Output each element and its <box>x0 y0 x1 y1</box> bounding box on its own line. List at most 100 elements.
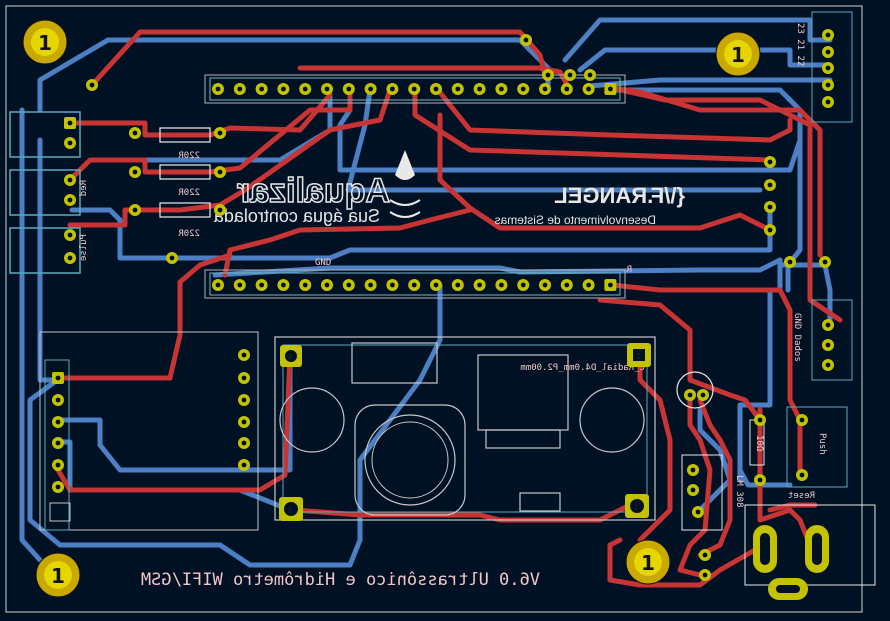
mounting-hole-top-right: 1 <box>715 31 761 77</box>
regulator-label: LM 308 <box>734 475 744 508</box>
regulator-outline <box>681 454 723 531</box>
right-connector-outline <box>811 299 853 381</box>
pad-hole <box>564 86 570 92</box>
pin-gnd-label: GND <box>315 258 331 268</box>
pad-hole <box>433 282 439 288</box>
pad-hole <box>477 282 482 288</box>
pad-hole <box>237 86 243 92</box>
module-pad-4: 4 <box>280 345 302 367</box>
module-pad-2: 2 <box>625 494 649 518</box>
pad-hole <box>132 130 138 136</box>
pad-hole <box>241 419 247 425</box>
logo-artwork <box>389 150 421 218</box>
pad-hole <box>799 417 805 423</box>
led-connectors <box>9 111 81 274</box>
module-pad-3-label: 3 <box>287 506 292 515</box>
pad-hole <box>687 392 693 398</box>
capacitor-label: C_Radial_D4.0mm_P2.00mm <box>520 363 645 373</box>
pad-hole <box>690 487 696 493</box>
pad-hole <box>520 86 526 92</box>
pad-hole <box>67 120 73 126</box>
pad-hole <box>499 86 504 92</box>
board-version-text: V6.0 Ultrassônico e Hidrômetro WIFI/GSM <box>141 570 540 590</box>
resistor-label-3: 220R <box>178 229 200 239</box>
pad-hole <box>690 467 696 473</box>
pin-r-label: R <box>626 265 632 275</box>
top-right-connector-outline <box>811 11 853 123</box>
pad-hole <box>241 462 247 468</box>
pad-hole <box>608 86 613 92</box>
pad-hole <box>89 82 95 88</box>
mounting-hole-bottom-right: 1 <box>625 539 671 585</box>
pad-hole <box>767 159 773 165</box>
resistor-10k-label: 10Ω <box>754 435 764 452</box>
pad-hole <box>587 72 593 78</box>
pad-hole <box>346 282 352 288</box>
module-pad-1-label: 1 <box>636 352 641 361</box>
reset-label: Reset <box>788 491 815 501</box>
module-pad-2-label: 2 <box>633 503 638 512</box>
pad-hole <box>411 86 417 92</box>
pad-hole <box>241 375 247 381</box>
pad-hole <box>368 282 373 288</box>
pad-hole <box>825 322 831 328</box>
pad-hole <box>608 282 613 288</box>
pad-hole <box>455 86 461 92</box>
pad-hole <box>542 86 548 92</box>
pad-hole <box>55 375 61 381</box>
mounting-hole-label: 1 <box>51 564 65 588</box>
right-connector-label: GND Dados <box>792 313 802 362</box>
pad-hole <box>55 462 61 468</box>
pad-hole <box>799 472 805 478</box>
pad-hole <box>169 255 175 261</box>
company-tagline: Desenvolvimento de Sistemas <box>495 213 656 227</box>
pad-hole <box>757 477 763 483</box>
pad-hole <box>390 86 395 92</box>
pad-hole <box>825 82 831 88</box>
pad-hole <box>132 207 138 213</box>
pad-hole <box>767 227 773 233</box>
pad-hole <box>567 72 573 78</box>
dc-dc-module <box>274 336 656 521</box>
pad-hole <box>55 484 61 490</box>
pad-hole <box>564 282 570 288</box>
push-label: Push <box>817 433 827 455</box>
pad-hole <box>787 259 793 265</box>
sensor-module <box>39 331 259 531</box>
bottom-pin-row <box>212 279 617 291</box>
logo-tagline: Sua água controlada <box>213 206 380 226</box>
mounting-hole-label: 1 <box>641 551 655 575</box>
pad-hole <box>324 282 330 288</box>
pad-hole <box>67 232 73 238</box>
pad-hole <box>757 417 763 423</box>
pad-hole <box>767 204 773 210</box>
pad-hole <box>55 440 61 446</box>
pad-hole <box>825 99 831 105</box>
pad-hole <box>217 207 223 213</box>
logo-brand: Aqualizar <box>237 172 390 210</box>
pad-hole <box>825 65 831 71</box>
company-name: {\/F.RANGEL <box>554 183 685 208</box>
pad-hole <box>346 86 352 92</box>
pad-hole <box>825 362 831 368</box>
pad-hole <box>55 397 61 403</box>
pad-hole <box>67 140 73 146</box>
pad-hole <box>217 169 223 175</box>
pad-hole <box>259 86 264 92</box>
pad-hole <box>281 86 286 92</box>
pad-hole <box>455 282 461 288</box>
pad-hole <box>700 392 706 398</box>
resistor-label-1: 220R <box>178 151 200 161</box>
pad-hole <box>302 282 308 288</box>
top-right-connector-label: 23 21 22 <box>795 23 805 66</box>
pad-hole <box>702 572 708 578</box>
pad-hole <box>132 169 138 175</box>
pad-hole <box>822 259 828 265</box>
pad-hole <box>411 282 417 288</box>
pad-hole <box>259 282 264 288</box>
mounting-hole-label: 1 <box>731 43 745 67</box>
pad-hole <box>237 282 243 288</box>
resistor-label-2: 220R <box>178 188 200 198</box>
pad-hole <box>217 130 223 136</box>
pad-hole <box>702 552 708 558</box>
